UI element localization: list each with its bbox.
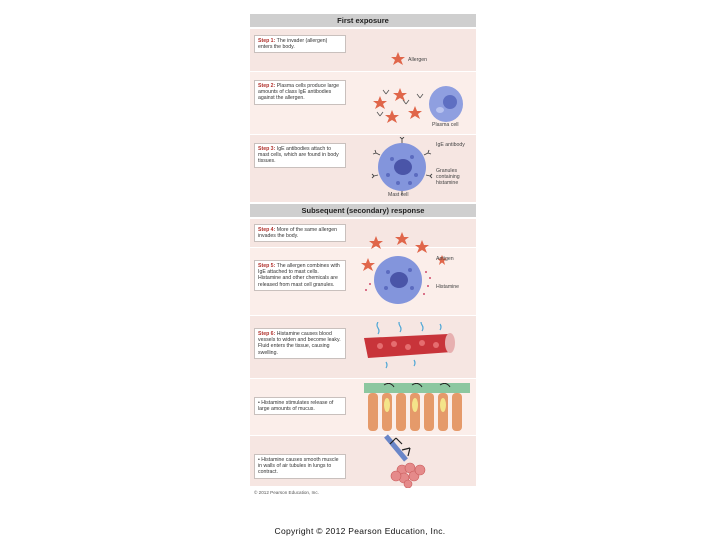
granules-label: Granules containing histamine (436, 168, 460, 186)
figure-copyright: © 2012 Pearson Education, Inc. (254, 490, 319, 495)
blood-vessel-icon (364, 322, 455, 369)
panel-step-2: Step 2: Plasma cells produce large amoun… (250, 72, 476, 134)
plasma-cell-label: Plasma cell (432, 122, 459, 128)
step-6-prefix: Step 6: (258, 331, 276, 337)
step-1-text: The invader (allergen) enters the body. (258, 38, 328, 51)
step-lungs-box: • Histamine causes smooth muscle in wall… (254, 454, 346, 479)
plasma-cell-icon (373, 86, 463, 123)
lung-icon (384, 434, 426, 488)
panel-mucus: • Histamine stimulates release of large … (250, 379, 476, 435)
mucus-tissue-icon (364, 383, 470, 431)
step-mucus-box: • Histamine stimulates release of large … (254, 397, 346, 416)
antigen-icon (437, 255, 447, 265)
step-3-prefix: Step 3: (258, 146, 276, 152)
step-2-box: Step 2: Plasma cells produce large amoun… (254, 80, 346, 105)
antigen-label: Antigen (436, 256, 454, 262)
allergen-icon (391, 52, 405, 65)
step-1-box: Step 1: The invader (allergen) enters th… (254, 35, 346, 54)
allergy-figure: First exposure Step 1: The invader (alle… (250, 14, 476, 500)
step-3-box: Step 3: IgE antibodies attach to mast ce… (254, 143, 346, 168)
mast-cell-allergen-icon (361, 232, 431, 304)
step-1-prefix: Step 1: (258, 38, 276, 44)
histamine-label: Histamine (436, 284, 460, 290)
first-exposure-header: First exposure (250, 14, 476, 27)
ige-antibody-label: IgE antibody (436, 142, 465, 148)
allergen-label: Allergen (408, 57, 428, 63)
step-3-text: IgE antibodies attach to mast cells, whi… (258, 146, 339, 165)
step-6-text: Histamine causes blood vessels to widen … (258, 331, 341, 356)
panel-step-6: Step 6: Histamine causes blood vessels t… (250, 316, 476, 378)
mast-cell-icon (371, 137, 433, 195)
panel-step-4: Step 4: More of the same allergen invade… (250, 219, 476, 247)
step-6-box: Step 6: Histamine causes blood vessels t… (254, 328, 346, 359)
page-footer-copyright: Copyright © 2012 Pearson Education, Inc. (274, 526, 446, 536)
mast-cell-label: Mast cell (388, 192, 409, 198)
step-4-text: More of the same allergen invades the bo… (258, 227, 338, 240)
step-4-box: Step 4: More of the same allergen invade… (254, 224, 346, 243)
step-lungs-text: • Histamine causes smooth muscle in wall… (258, 457, 339, 476)
panel-lungs: • Histamine causes smooth muscle in wall… (250, 434, 476, 488)
step-mucus-text: • Histamine stimulates release of large … (258, 400, 334, 413)
step-5-box: Step 5: The allergen combines with IgE a… (254, 260, 346, 291)
step-5-text: The allergen combines with IgE attached … (258, 263, 340, 288)
panel-step-1: Step 1: The invader (allergen) enters th… (250, 29, 476, 71)
step-2-prefix: Step 2: (258, 83, 276, 89)
subsequent-response-header: Subsequent (secondary) response (250, 204, 476, 217)
step-5-prefix: Step 5: (258, 263, 276, 269)
step-2-text: Plasma cells produce large amounts of cl… (258, 83, 340, 102)
panel-step-5: Step 5: The allergen combines with IgE a… (250, 232, 476, 315)
step-4-prefix: Step 4: (258, 227, 276, 233)
panel-step-3: Step 3: IgE antibodies attach to mast ce… (250, 135, 476, 202)
